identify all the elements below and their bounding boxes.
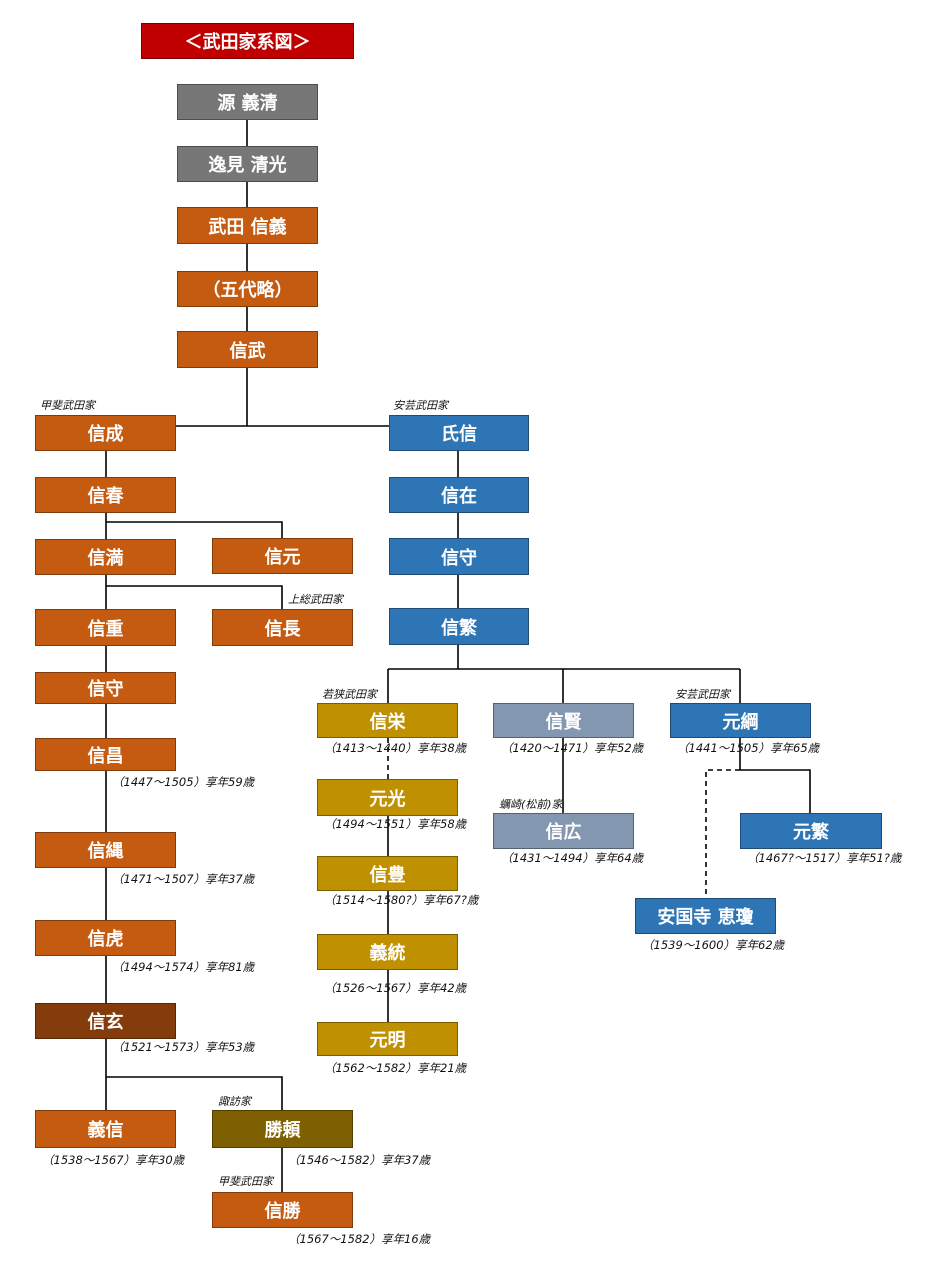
node-nobuhiro: 信広 <box>493 813 634 849</box>
lifespan-nobuhide: （1413～1440）享年38歳 <box>324 741 467 755</box>
clan-label-kai2: 甲斐武田家 <box>218 1175 273 1188</box>
lifespan-nobutora: （1494～1574）享年81歳 <box>112 960 255 974</box>
node-motoshige: 元繁 <box>740 813 882 849</box>
clan-label-kakizaki: 蠣崎(松前)家 <box>499 798 563 811</box>
lifespan-nobumasa: （1447～1505）享年59歳 <box>112 775 255 789</box>
node-yoshinobu: 義信 <box>35 1110 176 1148</box>
node-yoshikiyo: 源 義清 <box>177 84 318 120</box>
lifespan-motomitsu: （1494～1551）享年58歳 <box>324 817 467 831</box>
lifespan-yoshizumi: （1526～1567）享年42歳 <box>324 981 467 995</box>
lifespan-motoshige: （1467?～1517）享年51?歳 <box>747 851 902 865</box>
node-shingen: 信玄 <box>35 1003 176 1039</box>
node-nobushige: 信重 <box>35 609 176 646</box>
node-nobumoto: 信元 <box>212 538 353 574</box>
lifespan-motoaki: （1562～1582）享年21歳 <box>324 1061 467 1075</box>
clan-label-kazusa: 上総武田家 <box>288 593 343 606</box>
node-nobukata: 信賢 <box>493 703 634 738</box>
lifespan-nobukatsu: （1567～1582）享年16歳 <box>288 1232 431 1246</box>
node-nobumitsu: 信満 <box>35 539 176 575</box>
node-ujinobu: 氏信 <box>389 415 529 451</box>
node-nobunaga: 信長 <box>212 609 353 646</box>
node-godai: （五代略） <box>177 271 318 307</box>
lifespan-nobukata: （1420～1471）享年52歳 <box>501 741 644 755</box>
node-nobukatsu: 信勝 <box>212 1192 353 1228</box>
node-nobutsuna: 信縄 <box>35 832 176 868</box>
node-nobumori-kai: 信守 <box>35 672 176 704</box>
lifespan-nobuhiro: （1431～1494）享年64歳 <box>501 851 644 865</box>
node-nobutake: 信武 <box>177 331 318 368</box>
clan-label-suwa: 諏訪家 <box>218 1095 251 1108</box>
node-nobuharu: 信春 <box>35 477 176 513</box>
lifespan-katsuyori: （1546～1582）享年37歳 <box>288 1153 431 1167</box>
node-nobuhide: 信栄 <box>317 703 458 738</box>
node-kiyomitsu: 逸見 清光 <box>177 146 318 182</box>
lifespan-nobutsuna: （1471～1507）享年37歳 <box>112 872 255 886</box>
node-nobuari: 信在 <box>389 477 529 513</box>
lifespan-shingen: （1521～1573）享年53歳 <box>112 1040 255 1054</box>
node-nobumori-aki: 信守 <box>389 538 529 575</box>
clan-label-aki: 安芸武田家 <box>393 399 448 412</box>
chart-title: ＜武田家系図＞ <box>141 23 354 59</box>
node-nobutoyo: 信豊 <box>317 856 458 891</box>
clan-label-kai: 甲斐武田家 <box>40 399 95 412</box>
node-ankokuji: 安国寺 恵瓊 <box>635 898 776 934</box>
node-motomitsu: 元光 <box>317 779 458 816</box>
lifespan-mototsuna: （1441～1505）享年65歳 <box>677 741 820 755</box>
lifespan-yoshinobu: （1538～1567）享年30歳 <box>42 1153 185 1167</box>
node-yoshizumi: 義統 <box>317 934 458 970</box>
lifespan-nobutoyo: （1514～1580?）享年67?歳 <box>324 893 479 907</box>
node-nobuyoshi: 武田 信義 <box>177 207 318 244</box>
node-motoaki: 元明 <box>317 1022 458 1056</box>
clan-label-wakasa: 若狭武田家 <box>322 688 377 701</box>
lifespan-ankokuji: （1539～1600）享年62歳 <box>642 938 785 952</box>
clan-label-aki2: 安芸武田家 <box>675 688 730 701</box>
node-nobutora: 信虎 <box>35 920 176 956</box>
node-mototsuna: 元綱 <box>670 703 811 738</box>
node-nobumasa: 信昌 <box>35 738 176 771</box>
node-katsuyori: 勝頼 <box>212 1110 353 1148</box>
node-nobushige-aki: 信繁 <box>389 608 529 645</box>
node-nobunari: 信成 <box>35 415 176 451</box>
